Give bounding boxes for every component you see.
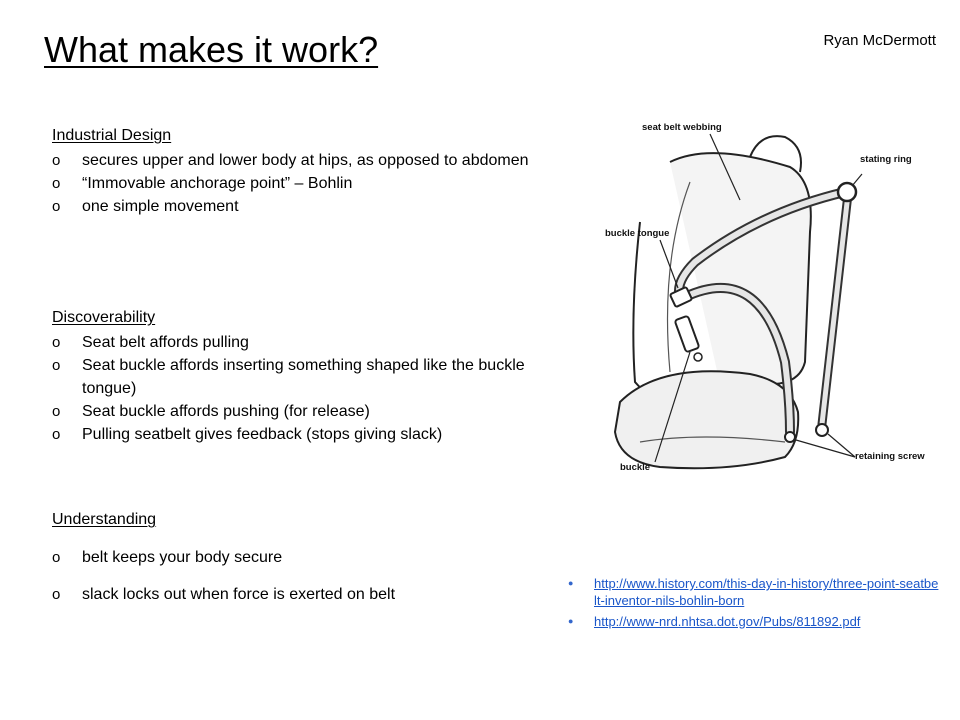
headrest-outline [749, 135, 802, 173]
stating-ring-shape [836, 181, 858, 203]
section-discoverability: Discoverability Seat belt affords pullin… [52, 308, 552, 446]
list-item: http://www.history.com/this-day-in-histo… [568, 575, 940, 609]
bullet-list: Seat belt affords pulling Seat buckle af… [52, 331, 552, 446]
buckle-shape [674, 315, 700, 353]
pointer-line [709, 133, 741, 201]
bullet-list: secures upper and lower body at hips, as… [52, 149, 552, 218]
list-item: one simple movement [52, 195, 552, 218]
retractor-strap-fill [819, 191, 851, 427]
section-heading: Discoverability [52, 309, 156, 326]
buckle-tongue-shape [669, 286, 693, 308]
label-webbing: seat belt webbing [642, 122, 722, 133]
section-industrial-design: Industrial Design secures upper and lowe… [52, 126, 552, 218]
label-buckle: buckle [620, 462, 650, 473]
pointer-line [654, 351, 691, 463]
list-item: slack locks out when force is exerted on… [52, 583, 552, 606]
seat-seam-line [666, 181, 691, 373]
pointer-line [851, 173, 863, 187]
cushion-seam-line [639, 436, 786, 443]
list-item: belt keeps your body secure [52, 546, 552, 569]
section-understanding: Understanding belt keeps your body secur… [52, 510, 552, 606]
section-heading: Understanding [52, 511, 157, 528]
list-item: Seat buckle affords pushing (for release… [52, 400, 552, 423]
pointer-line [795, 439, 856, 458]
pointer-line [827, 433, 856, 458]
lap-anchor-shape [784, 431, 796, 443]
retaining-screw-shape [815, 423, 829, 437]
link-list: http://www.history.com/this-day-in-histo… [568, 575, 940, 630]
buckle-bolt [693, 352, 703, 362]
list-item: Seat belt affords pulling [52, 331, 552, 354]
list-item: http://www-nrd.nhtsa.dot.gov/Pubs/811892… [568, 613, 940, 630]
reference-links: http://www.history.com/this-day-in-histo… [568, 575, 940, 634]
link-history[interactable]: http://www.history.com/this-day-in-histo… [594, 576, 939, 608]
author-name: Ryan McDermott [823, 32, 936, 49]
label-buckle-tongue: buckle tongue [605, 228, 669, 239]
link-nhtsa[interactable]: http://www-nrd.nhtsa.dot.gov/Pubs/811892… [594, 614, 861, 629]
seatbelt-illustration: seat belt webbing stating ring buckle to… [605, 122, 925, 473]
list-item: secures upper and lower body at hips, as… [52, 149, 552, 172]
list-item: Seat buckle affords inserting something … [52, 354, 552, 400]
seatbelt-diagram: seat belt webbing stating ring buckle to… [600, 112, 930, 482]
section-heading: Industrial Design [52, 127, 172, 144]
bullet-list: belt keeps your body secure slack locks … [52, 546, 552, 606]
lap-belt-fill [682, 285, 793, 435]
label-retaining-screw: retaining screw [855, 451, 925, 462]
pointer-line [659, 239, 679, 289]
list-item: “Immovable anchorage point” – Bohlin [52, 172, 552, 195]
seat-cushion-outline [613, 370, 800, 470]
label-stating-ring: stating ring [860, 154, 912, 165]
list-item: Pulling seatbelt gives feedback (stops g… [52, 423, 552, 446]
slide-title: What makes it work? [44, 29, 379, 70]
shoulder-belt-fill [676, 189, 848, 300]
